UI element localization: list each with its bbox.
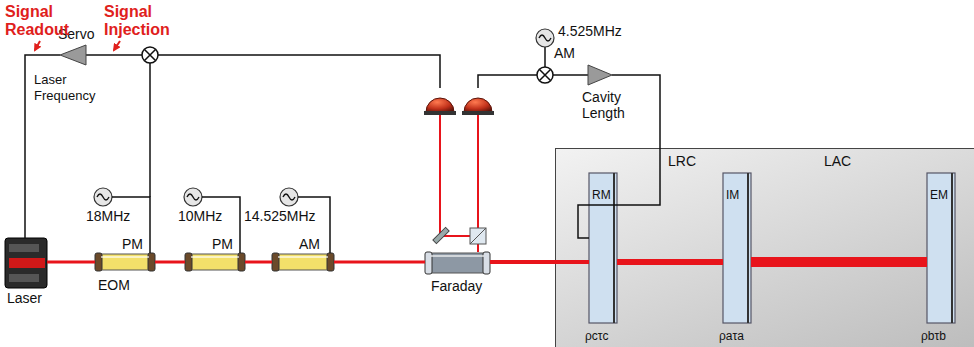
laser-shape: [5, 238, 47, 288]
tril-shape: [60, 45, 86, 65]
cavity-mirror: IMρaτa: [723, 173, 751, 323]
node-label: ρcτc: [585, 328, 609, 344]
node-label: ρaτa: [719, 328, 744, 344]
trir-shape: [588, 65, 612, 85]
signal-callout: Signal Readout: [5, 3, 80, 39]
return-beam: [477, 115, 479, 228]
signal-wire: [298, 197, 330, 253]
readout-arrow: [35, 41, 40, 50]
amp-input-wire: [553, 74, 588, 76]
node-label: IM: [726, 187, 739, 203]
node-label: 4.525MHz: [558, 23, 622, 39]
ref-wire: [149, 63, 151, 197]
return-beam: [477, 244, 479, 252]
eom-shape: [95, 253, 155, 271]
beamsplitter-face: [470, 228, 486, 244]
cavity-mirror: EMρbτb: [927, 173, 955, 323]
node-label: AM: [554, 45, 575, 61]
servo-amplifier: Servo: [60, 45, 86, 65]
laser-beam: [334, 261, 425, 264]
injection-arrow: [114, 41, 120, 50]
pd2-wire: [478, 75, 537, 88]
osc-shape: [280, 188, 298, 206]
cavity-enclosure: LRCLACRMρcτcIMρaτaEMρbτb: [555, 148, 974, 347]
laser-beam: [245, 261, 272, 264]
osc-shape: [536, 29, 554, 47]
pd1-wire: [158, 55, 440, 88]
signal-wire: [202, 197, 240, 253]
mixer: [537, 67, 553, 83]
signal-name: Laser Frequency: [34, 72, 100, 104]
node-label: Faraday: [431, 278, 482, 294]
cavity-mirror: RMρcτc: [589, 173, 617, 323]
oscillator: 14.525MHz: [280, 188, 298, 206]
laser-beam: [47, 261, 95, 264]
far-shape: [425, 252, 490, 274]
oscillator: 18MHz: [94, 188, 112, 206]
lo-wire: [544, 47, 546, 67]
fold-mirror: [433, 227, 449, 243]
node-label: Laser: [7, 290, 42, 306]
laser-box: Laser: [5, 238, 47, 288]
photodetector: [464, 98, 492, 112]
node-label: 14.525MHz: [244, 208, 316, 224]
oscillator: 10MHz: [184, 188, 202, 206]
osc-shape: [94, 188, 112, 206]
faraday-isolator: Faraday: [425, 252, 490, 274]
eom-crystal: AM: [272, 253, 334, 271]
node-label: EM: [930, 187, 948, 203]
beamsplitter-cube: [470, 228, 486, 244]
eom-shape: [185, 253, 245, 271]
node-label: LAC: [824, 153, 851, 169]
eom-crystal: PM: [185, 253, 245, 271]
return-beam: [440, 115, 470, 236]
photodetector: [426, 98, 454, 112]
node-label: PM: [212, 236, 233, 252]
node-label: RM: [592, 187, 611, 203]
node-label: Cavity Length: [582, 89, 638, 121]
cavity-amplifier: Cavity Length: [588, 65, 612, 85]
laser-beam: [751, 257, 927, 267]
node-label: ρbτb: [921, 328, 946, 344]
node-label: LRC: [668, 153, 696, 169]
node-label: 10MHz: [178, 208, 222, 224]
signal-callout: Signal Injection: [104, 3, 184, 39]
photodetector-base: [462, 111, 494, 115]
eom-crystal: PMEOM: [95, 253, 155, 271]
node-label: AM: [299, 236, 320, 252]
eom-shape: [272, 253, 334, 271]
node-label: 18MHz: [86, 208, 130, 224]
signal-wire: [578, 75, 660, 238]
mixer: [142, 47, 158, 63]
laser-beam: [617, 259, 723, 265]
photodetector-base: [424, 111, 456, 115]
node-label: EOM: [98, 277, 130, 293]
node-label: PM: [122, 236, 143, 252]
signal-wire: [112, 197, 150, 253]
osc-shape: [184, 188, 202, 206]
oscillator: 4.525MHzAM: [536, 29, 554, 47]
laser-beam: [155, 261, 185, 264]
servo-input-wire: [86, 54, 142, 56]
laser-beam: [490, 260, 589, 264]
